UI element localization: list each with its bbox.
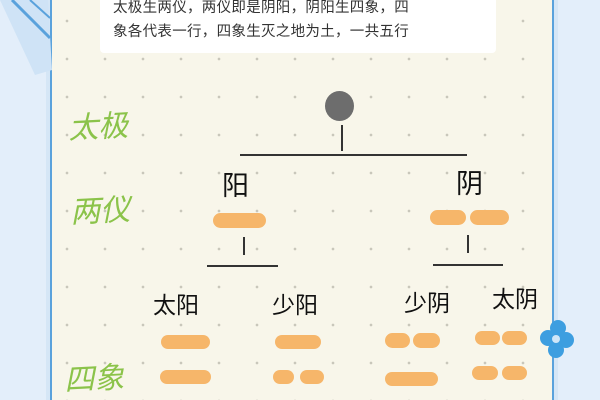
flower-icon: [540, 320, 574, 358]
yin-broken-bar-left: [430, 210, 466, 225]
label-taiyang: 太阳: [153, 293, 199, 319]
yin-broken-bar-right: [470, 210, 509, 225]
connector-line: [467, 235, 469, 253]
shaoyin-bar-top-left: [385, 333, 410, 348]
level-label-taiji: 太极: [67, 108, 130, 147]
shaoyang-bar-bottom-left: [273, 370, 294, 384]
yang-solid-bar: [213, 213, 266, 228]
level-label-sixiang: 四象: [63, 360, 126, 399]
level-label-liangyi: 两仪: [69, 192, 132, 231]
connector-line: [243, 237, 245, 255]
intro-line-1: 太极生两仪，两仪即是阴阳，阴阳生四象，四: [113, 0, 409, 16]
label-yang: 阳: [222, 171, 249, 202]
taiji-node: [325, 91, 354, 121]
shaoyin-bar-bottom: [385, 372, 438, 386]
branch-line: [433, 264, 503, 266]
label-taiyin: 太阴: [492, 287, 538, 313]
intro-line-2: 象各代表一行，四象生灭之地为土，一共五行: [113, 24, 409, 40]
branch-line: [240, 154, 467, 156]
paper-plane-icon: [0, 0, 52, 75]
connector-line: [341, 125, 343, 151]
shaoyang-bar-bottom-right: [300, 370, 324, 384]
notebook-paper: [50, 0, 554, 400]
label-shaoyin: 少阴: [404, 291, 450, 317]
intro-text-box: [100, 0, 496, 53]
taiyin-bar-top-left: [475, 331, 500, 345]
taiyin-bar-top-right: [502, 331, 527, 345]
label-yin: 阴: [456, 169, 483, 200]
taiyin-bar-bottom-left: [472, 366, 498, 380]
branch-line: [207, 265, 278, 267]
taiyang-bar-bottom: [160, 370, 211, 384]
taiyin-bar-bottom-right: [502, 366, 527, 380]
shaoyang-bar-top: [275, 335, 321, 349]
shaoyin-bar-top-right: [413, 333, 440, 348]
label-shaoyang: 少阳: [272, 293, 318, 319]
taiyang-bar-top: [161, 335, 210, 349]
